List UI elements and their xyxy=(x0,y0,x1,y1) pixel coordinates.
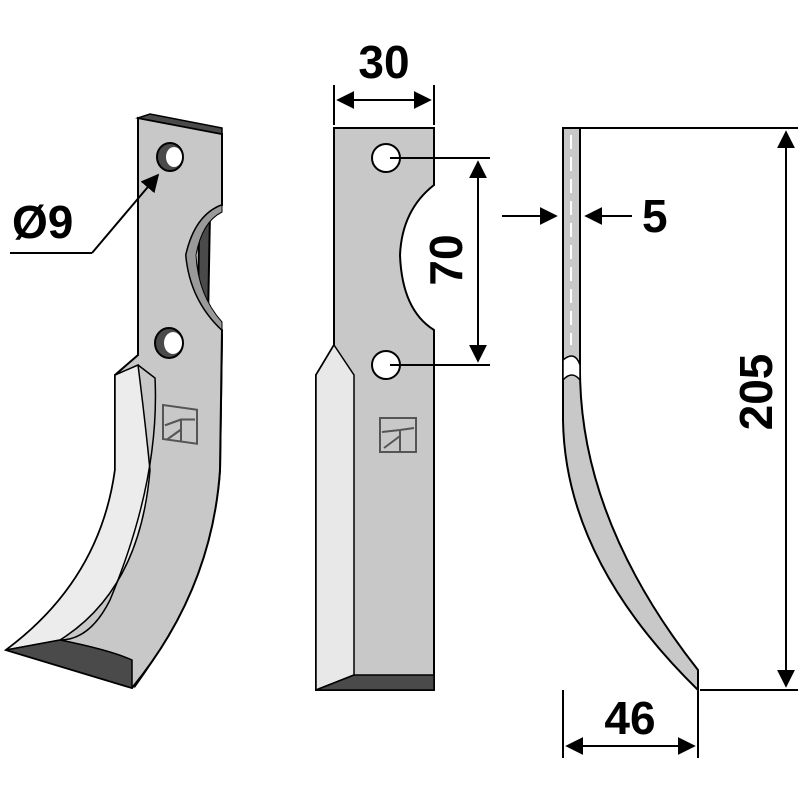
blade-cutting-bevel xyxy=(5,363,151,651)
manufacturer-logo-icon xyxy=(379,417,417,453)
blade-perspective-view: Ø9 xyxy=(3,113,224,690)
blade-bevel-line xyxy=(59,364,157,641)
hole-diameter-label: Ø9 xyxy=(12,196,73,248)
blade-front-view: 30 70 xyxy=(315,36,490,692)
side-blade-profile xyxy=(562,127,699,693)
blade-top-bevel xyxy=(135,113,223,135)
hole-spacing-label: 70 xyxy=(420,234,472,285)
blade-notch-shading xyxy=(185,204,223,332)
blade-side-view: 5 205 46 xyxy=(502,127,798,758)
height-label: 205 xyxy=(730,354,782,431)
blade-cutting-edge xyxy=(5,639,133,690)
front-blade-bevel xyxy=(315,343,355,692)
side-bend-shading xyxy=(562,355,581,383)
offset-label: 46 xyxy=(604,692,655,744)
front-blade-edge xyxy=(315,674,435,691)
width-label: 30 xyxy=(358,36,409,88)
manufacturer-logo-icon xyxy=(162,403,198,445)
thickness-label: 5 xyxy=(642,190,668,242)
